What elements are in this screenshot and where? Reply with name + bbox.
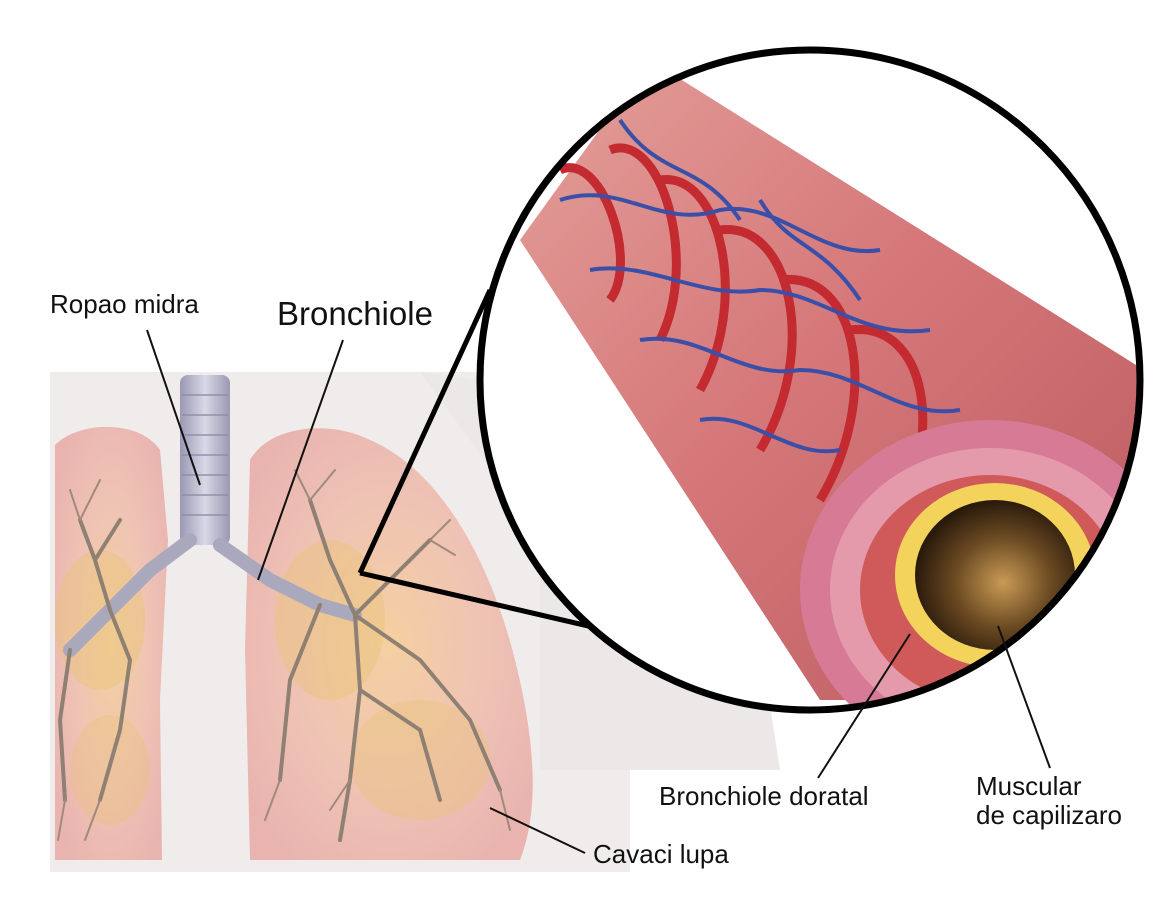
bronchial-tree bbox=[57, 469, 511, 842]
blood-vessels bbox=[559, 118, 961, 454]
trachea-label: Ropao midra bbox=[50, 289, 199, 319]
trachea bbox=[180, 375, 230, 545]
lung-label: Cavaci lupa bbox=[593, 839, 729, 869]
bronchiole-wall-label: Bronchiole doratal bbox=[659, 781, 869, 811]
muscle-label: Muscular de capilizaro bbox=[976, 771, 1122, 831]
leader-lines bbox=[146, 329, 1051, 854]
right-lung bbox=[245, 428, 533, 860]
muscle-label-line1: Muscular bbox=[976, 771, 1082, 801]
zoom-circle bbox=[476, 46, 1144, 714]
muscle-label-line2: de capilizaro bbox=[976, 800, 1122, 831]
bronchiole-label: Bronchiole bbox=[277, 295, 433, 332]
left-lung bbox=[55, 426, 168, 860]
